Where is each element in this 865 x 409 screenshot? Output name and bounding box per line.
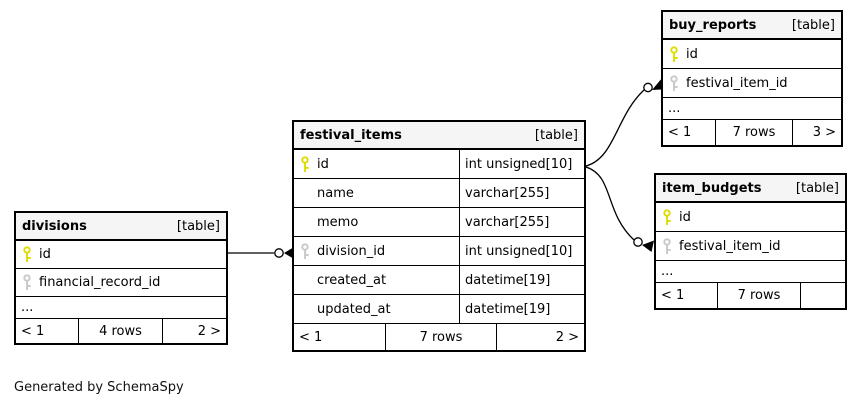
row-count: 7 rows [386, 324, 497, 350]
table-name: divisions [22, 218, 87, 234]
table-name: buy_reports [669, 17, 757, 33]
column-row: created_at datetime[19] [294, 266, 584, 295]
column-name: updated_at [317, 301, 391, 317]
generator-credit: Generated by SchemaSpy [14, 380, 184, 395]
children-count: < 1 [663, 120, 716, 145]
column-row: festival_item_id [663, 69, 841, 98]
edge-festival-items-item-budgets [585, 166, 654, 252]
table-type-label: [table] [534, 127, 578, 143]
column-type: datetime[19] [465, 272, 551, 288]
table-node-festival-items[interactable]: festival_items [table] id int unsigned[1… [292, 120, 586, 352]
table-node-divisions[interactable]: divisions [table] id financial_record_id… [14, 211, 228, 345]
primary-key-icon [299, 155, 317, 173]
row-count: 7 rows [718, 283, 801, 308]
column-row: id [663, 40, 841, 69]
column-name: id [679, 209, 691, 225]
table-pager: < 1 4 rows 2 > [16, 319, 226, 343]
odot-marker [633, 237, 643, 247]
column-name: festival_item_id [686, 75, 788, 91]
table-type-label: [table] [791, 17, 835, 33]
column-type: datetime[19] [465, 301, 551, 317]
table-type-label: [table] [795, 180, 839, 196]
column-type: int unsigned[10] [465, 156, 573, 172]
column-row: memo varchar[255] [294, 208, 584, 237]
parents-count: 3 > [812, 125, 836, 140]
children-count: < 1 [294, 324, 386, 350]
table-header[interactable]: divisions [table] [16, 213, 226, 241]
table-header[interactable]: buy_reports [table] [663, 12, 841, 40]
table-name: festival_items [300, 127, 402, 143]
table-node-buy-reports[interactable]: buy_reports [table] id festival_item_id … [661, 10, 843, 147]
column-name: id [317, 156, 329, 172]
more-columns-indicator: ... [663, 98, 841, 120]
column-name: name [317, 185, 354, 201]
column-type: int unsigned[10] [465, 243, 573, 259]
parents-count: 2 > [555, 329, 579, 345]
odot-marker [643, 82, 653, 93]
column-name: financial_record_id [39, 275, 161, 290]
odot-marker [274, 248, 284, 258]
column-row: festival_item_id [656, 232, 845, 261]
foreign-key-icon [661, 237, 679, 255]
arrowhead-marker [642, 240, 654, 252]
column-name: id [686, 46, 698, 62]
children-count: < 1 [656, 283, 718, 308]
arrowhead-marker [284, 248, 292, 258]
column-row: updated_at datetime[19] [294, 295, 584, 324]
column-row: name varchar[255] [294, 179, 584, 208]
column-row: id [16, 241, 226, 269]
column-row: id [656, 203, 845, 232]
edge-festival-items-buy-reports [585, 77, 663, 167]
column-row: division_id int unsigned[10] [294, 237, 584, 266]
edge-divisions-festival-items [228, 248, 292, 258]
column-name: created_at [317, 272, 387, 288]
column-type: varchar[255] [465, 185, 550, 201]
column-row: id int unsigned[10] [294, 150, 584, 179]
column-row: financial_record_id [16, 269, 226, 297]
column-name: id [39, 247, 51, 262]
column-name: division_id [317, 243, 386, 259]
column-type: varchar[255] [465, 214, 550, 230]
primary-key-icon [21, 246, 39, 263]
primary-key-icon [668, 45, 686, 63]
children-count: < 1 [16, 319, 79, 343]
table-node-item-budgets[interactable]: item_budgets [table] id festival_item_id… [654, 173, 847, 310]
foreign-key-icon [668, 74, 686, 92]
row-count: 7 rows [716, 120, 793, 145]
column-name: memo [317, 214, 359, 230]
table-header[interactable]: festival_items [table] [294, 122, 584, 150]
table-pager: < 1 7 rows 3 > [663, 120, 841, 145]
more-columns-indicator: ... [656, 261, 845, 283]
table-pager: < 1 7 rows [656, 283, 845, 308]
table-name: item_budgets [662, 180, 762, 196]
foreign-key-icon [299, 242, 317, 260]
table-pager: < 1 7 rows 2 > [294, 324, 584, 350]
parents-count: 2 > [197, 323, 221, 339]
parents-count [801, 283, 845, 308]
column-name: festival_item_id [679, 238, 781, 254]
more-columns-indicator: ... [16, 297, 226, 319]
table-type-label: [table] [176, 218, 220, 234]
primary-key-icon [661, 208, 679, 226]
row-count: 4 rows [79, 319, 163, 343]
foreign-key-icon [21, 274, 39, 291]
table-header[interactable]: item_budgets [table] [656, 175, 845, 203]
